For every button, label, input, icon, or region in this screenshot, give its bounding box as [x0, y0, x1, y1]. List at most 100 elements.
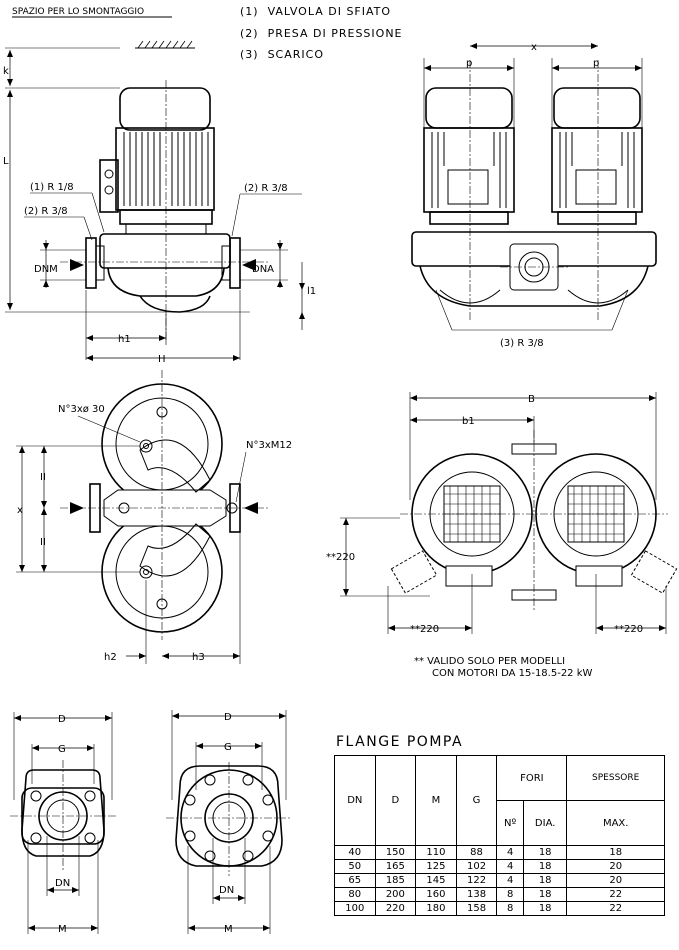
vent-valve-label: (1) R 1/8 [30, 182, 74, 193]
col-dn: DN [334, 755, 376, 846]
ceiling-hatch [135, 40, 195, 49]
table-cell: 200 [374, 887, 417, 902]
table-cell: 18 [566, 845, 665, 860]
table-cell: 145 [415, 873, 457, 888]
col-fori: FORI [496, 755, 568, 801]
flange-4-holes: D G DN M [10, 712, 116, 935]
table-cell: 22 [566, 887, 665, 902]
dim-220-vertical: **220 [326, 552, 355, 563]
table-cell: 4 [496, 845, 524, 860]
top-view: N°3xø 30 N°3xM12 x II II h2 h3 [16, 370, 292, 664]
dim-x-front: x [531, 42, 537, 53]
table-cell: 138 [455, 887, 498, 902]
col-dia: DIA. [522, 800, 568, 846]
table-cell: 40 [334, 845, 376, 860]
table-cell: 8 [496, 901, 524, 916]
table-title: FLANGE POMPA [336, 734, 464, 750]
note-line-1: ** VALIDO SOLO PER MODELLI [414, 656, 565, 667]
col-n: Nº [496, 800, 524, 846]
table-cell: 100 [334, 901, 376, 916]
table-cell: 20 [566, 873, 665, 888]
dim-h3: h3 [192, 652, 205, 663]
note-line-2: CON MOTORI DA 15-18.5-22 kW [432, 668, 593, 679]
flange8-dim-G: G [224, 742, 232, 753]
legend-item-3: (3) SCARICO [240, 48, 324, 61]
table-cell: 80 [334, 887, 376, 902]
flange8-dim-M: M [224, 924, 233, 935]
dim-x-top: x [17, 505, 23, 516]
side-view: k L [3, 47, 316, 365]
legend-item-2: (2) PRESA DI PRESSIONE [240, 27, 403, 40]
dim-H: H [158, 354, 166, 365]
col-d: D [374, 755, 417, 846]
flange-8-holes: D G DN M [166, 710, 292, 935]
col-m: M [415, 755, 457, 846]
table-cell: 180 [415, 901, 457, 916]
motor-fins [123, 132, 209, 206]
header: SPAZIO PER LO SMONTAGGIO (1) VALVOLA DI … [12, 5, 403, 61]
table-cell: 4 [496, 873, 524, 888]
dim-B: B [528, 394, 535, 405]
table-cell: 65 [334, 873, 376, 888]
holes-label: N°3xø 30 [58, 404, 105, 415]
table-cell: 122 [455, 873, 498, 888]
table-cell: 150 [374, 845, 417, 860]
pressure-tap-right-label: (2) R 3/8 [244, 183, 288, 194]
table-cell: 185 [374, 873, 417, 888]
table-cell: 160 [415, 887, 457, 902]
dim-II-top: II [40, 472, 46, 483]
dim-dna: DNA [252, 264, 274, 275]
flange8-dim-D: D [224, 712, 232, 723]
table-cell: 88 [455, 845, 498, 860]
dim-k: k [3, 66, 9, 77]
dim-h1: h1 [118, 334, 131, 345]
table-header-row: DN D M G FORI SPESSORE [334, 755, 665, 846]
table-cell: 102 [455, 859, 498, 874]
table-cell: 158 [455, 901, 498, 916]
table-cell: 4 [496, 859, 524, 874]
dim-220-bottom-left: **220 [410, 624, 439, 635]
table-cell: 18 [522, 845, 568, 860]
table-cell: 18 [522, 873, 568, 888]
flange8-dim-DN: DN [219, 885, 234, 896]
legend-item-1: (1) VALVOLA DI SFIATO [240, 5, 391, 18]
table-cell: 18 [522, 859, 568, 874]
front-view-twin: x p p [411, 42, 657, 349]
dim-p-right: p [593, 58, 599, 69]
table-cell: 8 [496, 887, 524, 902]
table-cell: 18 [522, 887, 568, 902]
dim-dnm: DNM [34, 264, 58, 275]
dim-b1: b1 [462, 416, 475, 427]
table-cell: 220 [374, 901, 417, 916]
dim-p-left: p [466, 58, 472, 69]
flange4-dim-DN: DN [55, 878, 70, 889]
tapped-holes-label: N°3xM12 [246, 440, 292, 451]
dim-h2: h2 [104, 652, 117, 663]
col-g: G [455, 755, 498, 846]
flange4-dim-D: D [58, 714, 66, 725]
plan-view-twin: B b1 [326, 392, 678, 635]
table-cell: 110 [415, 845, 457, 860]
table-cell: 18 [522, 901, 568, 916]
drain-label: (3) R 3/8 [500, 338, 544, 349]
table-cell: 22 [566, 901, 665, 916]
dim-L: L [3, 156, 9, 167]
dim-l1: l1 [307, 286, 316, 297]
pressure-tap-left-label: (2) R 3/8 [24, 206, 68, 217]
col-spessore: SPESSORE [566, 755, 665, 801]
table-cell: 165 [374, 859, 417, 874]
table-cell: 125 [415, 859, 457, 874]
table-cell: 50 [334, 859, 376, 874]
flange4-dim-G: G [58, 744, 66, 755]
space-label: SPAZIO PER LO SMONTAGGIO [12, 7, 144, 17]
col-max: MAX. [566, 800, 665, 846]
